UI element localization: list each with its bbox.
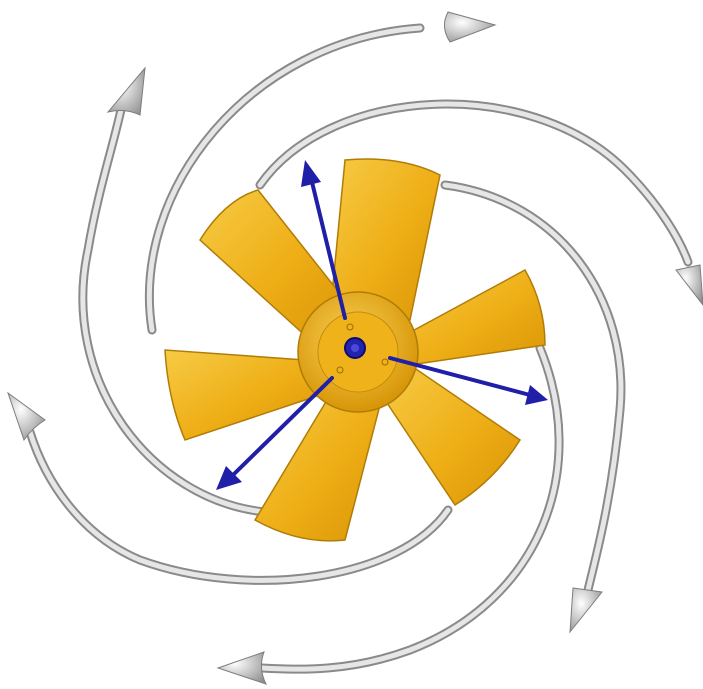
fan-blade-lower-left [255,395,380,541]
flow-arrow-upper-left [83,68,265,512]
fan-blade-right [405,270,545,365]
flow-arrow-upper-right [260,104,703,305]
fan-blade-left [165,350,320,440]
